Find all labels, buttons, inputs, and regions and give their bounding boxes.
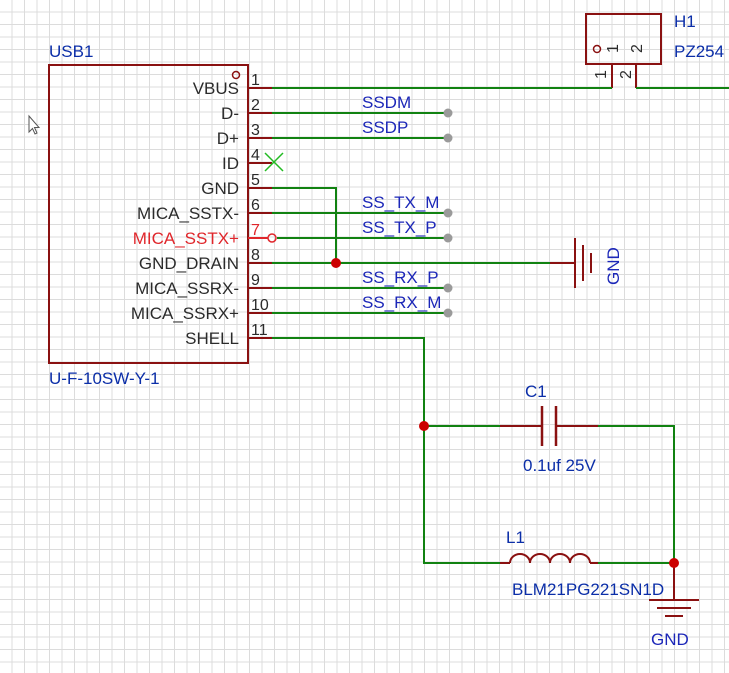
usb-pin-number: 6 [251,197,260,214]
ground-symbol-icon[interactable] [550,238,592,288]
usb-designator: USB1 [49,42,93,61]
usb-pin-name: VBUS [193,79,239,98]
header-pin-number-2: 2 [618,70,635,79]
usb-pin-number: 7 [251,222,260,239]
usb-pin-number: 10 [251,297,269,314]
capacitor-value: 0.1uf 25V [523,456,596,475]
usb-pin-6[interactable]: 6 MICA_SSTX- [137,197,272,223]
usb-pin-name: D- [221,104,239,123]
header-pin-label-1: 1 [605,44,622,53]
net-flag-circle-icon[interactable] [443,133,453,143]
inductor-designator: L1 [506,528,525,547]
mouse-pointer-icon [28,114,41,135]
net-label-ss-rx-m[interactable]: SS_RX_M [362,293,441,312]
wires[interactable] [272,87,729,564]
usb-part-number: U-F-10SW-Y-1 [49,369,160,388]
header-part-number: PZ254 [674,42,724,61]
net-label-ssdp[interactable]: SSDP [362,118,408,137]
pin1-indicator-icon [231,70,241,80]
usb-pin-1[interactable]: 1 VBUS [193,72,272,98]
header-designator: H1 [674,12,696,31]
net-flag-circle-icon[interactable] [443,308,453,318]
usb-pin-number: 2 [251,97,260,114]
usb-pin-number: 1 [251,72,260,89]
net-label-ssdm[interactable]: SSDM [362,93,411,112]
header-pin-number-1: 1 [593,70,610,79]
junction-dot [331,258,341,268]
capacitor-component[interactable] [500,406,598,446]
no-connect-x-icon[interactable] [264,152,284,172]
usb-pin-number: 3 [251,122,260,139]
usb-pin-number: 9 [251,272,260,289]
net-flag-circle-icon[interactable] [443,283,453,293]
usb-pin-3[interactable]: 3 D+ [217,122,272,148]
usb-pin-number: 8 [251,247,260,264]
usb-pin-name: MICA_SSRX+ [131,304,239,323]
header-pin-label-2: 2 [629,44,646,53]
usb-pin-name: SHELL [185,329,239,348]
wire-shell[interactable] [272,337,500,564]
usb-pin-name: D+ [217,129,239,148]
usb-pin-number: 11 [251,322,268,339]
ground-label-shell: GND [651,630,689,649]
usb-pin-name: GND [201,179,239,198]
inverted-pin-circle-icon [267,233,277,243]
usb-pin-2[interactable]: 2 D- [221,97,272,123]
header-component[interactable]: 1 2 1 2 H1 PZ254 [585,12,724,88]
usb-pin-name: MICA_SSTX- [137,204,239,223]
usb-pin-5[interactable]: 5 GND [201,172,272,198]
usb-pin-name: MICA_SSRX- [135,279,239,298]
net-flag-circle-icon[interactable] [443,108,453,118]
usb-pin-number: 5 [251,172,260,189]
net-label-ss-tx-p[interactable]: SS_TX_P [362,218,437,237]
usb-pin-10[interactable]: 10 MICA_SSRX+ [131,297,272,323]
inductor-component[interactable] [500,553,598,564]
wire-c1-right[interactable] [598,425,675,563]
junction-dot [669,558,679,568]
net-label-ss-tx-m[interactable]: SS_TX_M [362,193,439,212]
header-body[interactable] [585,13,662,65]
wire-gnd[interactable] [272,187,337,263]
net-flag-circle-icon[interactable] [443,208,453,218]
usb-pin-name: ID [222,154,239,173]
junction-dot [419,421,429,431]
usb-pin-number: 4 [251,147,260,164]
capacitor-designator: C1 [525,382,547,401]
usb-pin-11[interactable]: 11 SHELL [185,322,272,348]
header-pin1-indicator-icon [592,44,602,54]
ground-symbol-icon[interactable] [649,563,699,617]
usb-pin-8[interactable]: 8 GND_DRAIN [139,247,272,273]
usb-pin-7[interactable]: 7 MICA_SSTX+ [133,222,277,248]
usb-connector-component[interactable]: USB1 U-F-10SW-Y-1 1VBUS2D-3D+4ID5GND6MIC… [48,42,277,388]
inductor-part-number: BLM21PG221SN1D [512,580,664,599]
net-label-ss-rx-p[interactable]: SS_RX_P [362,268,439,287]
ground-label-drain: GND [604,247,623,285]
net-flag-circle-icon[interactable] [443,233,453,243]
usb-pin-name: MICA_SSTX+ [133,229,239,248]
usb-pin-4[interactable]: 4 ID [222,147,272,173]
usb-pin-name: GND_DRAIN [139,254,239,273]
usb-pin-9[interactable]: 9 MICA_SSRX- [135,272,272,298]
